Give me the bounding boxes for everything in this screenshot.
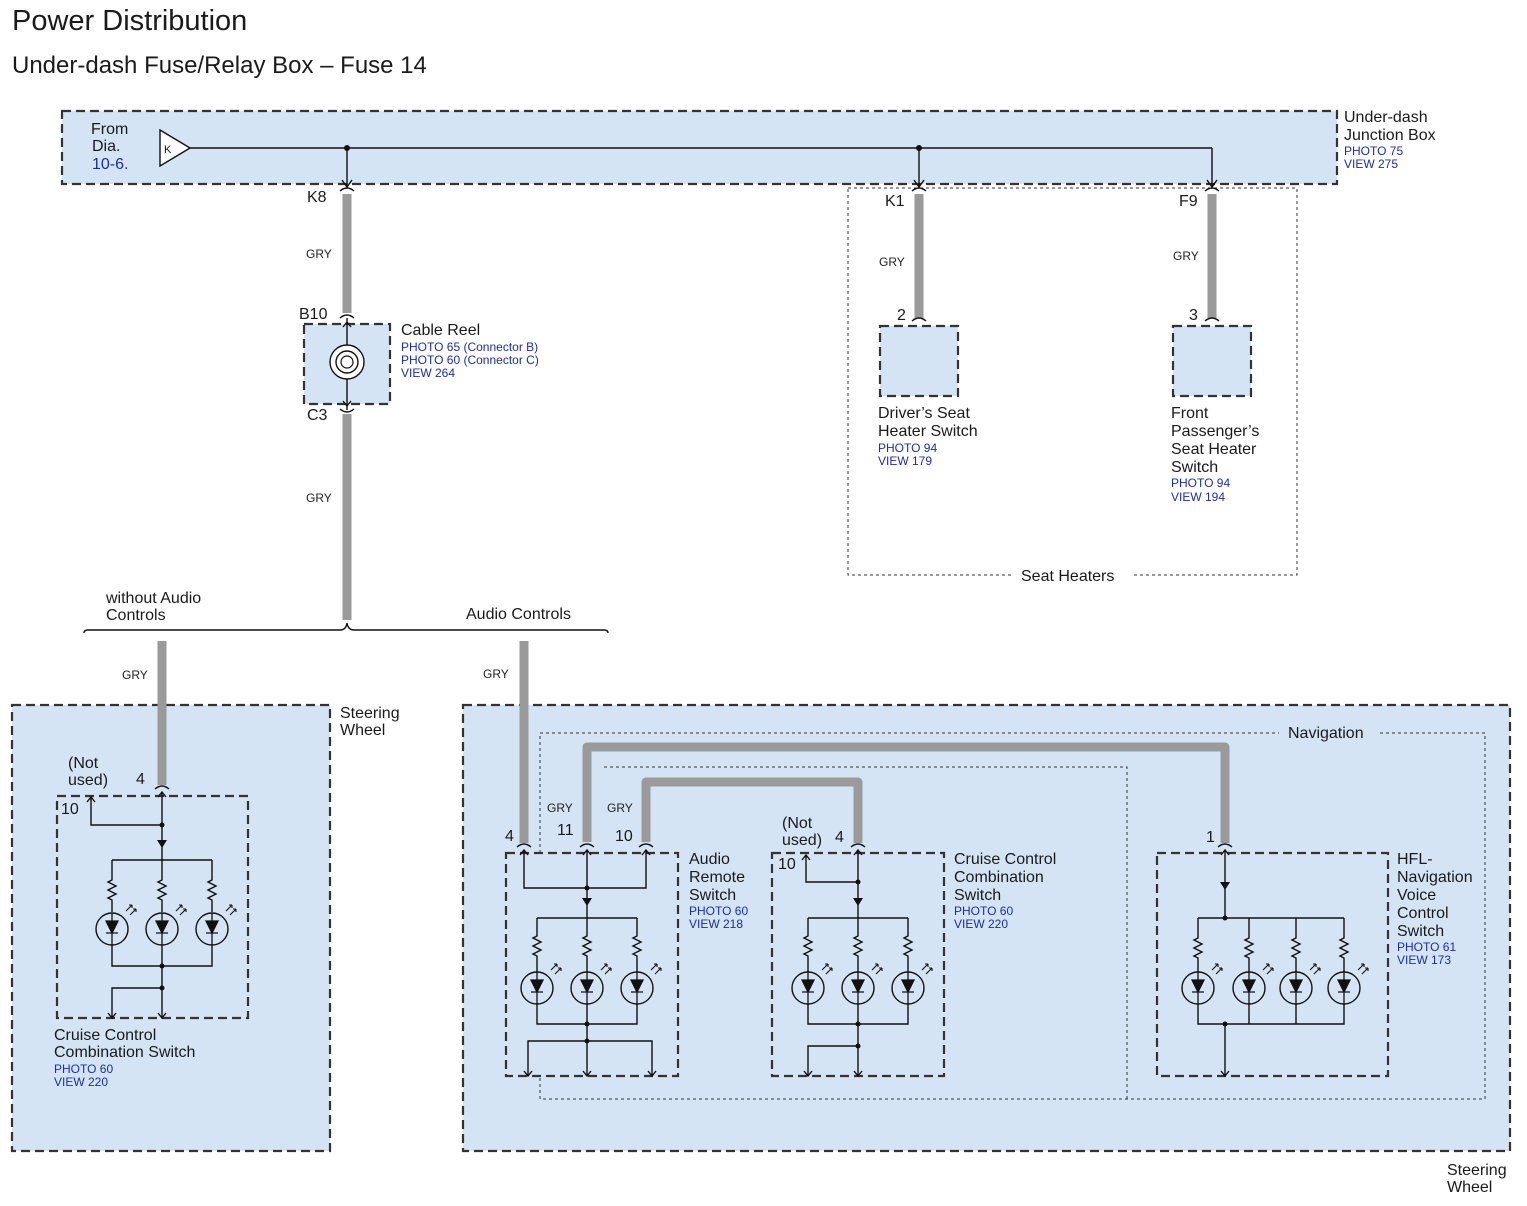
- pin-hfl-1: 1: [1206, 829, 1215, 846]
- pin-ars-10: 10: [615, 828, 633, 845]
- cable-reel-view-link[interactable]: VIEW 264: [401, 366, 455, 380]
- cruise-left-photo-link[interactable]: PHOTO 60: [54, 1062, 113, 1076]
- steering-wheel-left-label-2: Wheel: [340, 722, 385, 739]
- not-used-left-2: used): [68, 772, 108, 789]
- pin-ars-11: 11: [557, 822, 574, 839]
- cruise-right-circuit: [791, 848, 933, 1078]
- split-brace: [83, 622, 609, 634]
- page-title: Power Distribution: [12, 5, 247, 37]
- hfl-name-1: HFL-: [1397, 851, 1433, 868]
- pin-k1: K1: [885, 193, 905, 210]
- wire-ars11-hfl1: [582, 742, 1230, 843]
- hfl-photo-link[interactable]: PHOTO 61: [1397, 940, 1456, 954]
- audio-remote-circuit: [519, 848, 662, 1078]
- pin-b10: B10: [299, 306, 328, 323]
- pin-ccr-4: 4: [835, 829, 844, 846]
- wire-color-ars10: GRY: [607, 801, 633, 815]
- wire-ars10-ccr4: [641, 777, 863, 843]
- pin-ccl-10: 10: [61, 801, 79, 818]
- cable-reel-photo-b-link[interactable]: PHOTO 65 (Connector B): [401, 340, 538, 354]
- wire-color-k1: GRY: [879, 255, 905, 269]
- page-subtitle: Under-dash Fuse/Relay Box – Fuse 14: [12, 52, 427, 79]
- from-label: From: [91, 121, 128, 138]
- wire-color-right-branch: GRY: [483, 667, 509, 681]
- not-used-right-1: (Not: [782, 815, 813, 832]
- branch-without-audio-1: without Audio: [105, 590, 201, 607]
- pin-ccr-10: 10: [778, 856, 796, 873]
- navigation-label: Navigation: [1288, 725, 1364, 742]
- wire-color-ars11: GRY: [547, 801, 573, 815]
- passenger-switch-name-4: Switch: [1171, 459, 1218, 476]
- hfl-name-4: Control: [1397, 905, 1449, 922]
- junction-box-photo-link[interactable]: PHOTO 75: [1344, 144, 1403, 158]
- pin-ars-4: 4: [505, 828, 514, 845]
- cruise-right-photo-link[interactable]: PHOTO 60: [954, 904, 1013, 918]
- wire-color-c3: GRY: [306, 491, 332, 505]
- audio-remote-name-2: Remote: [689, 869, 745, 886]
- steering-wheel-right-label-2: Wheel: [1447, 1179, 1492, 1196]
- drivers-switch-view-link[interactable]: VIEW 179: [878, 454, 932, 468]
- audio-remote-name-1: Audio: [689, 851, 730, 868]
- wire-color-f9: GRY: [1173, 249, 1199, 263]
- steering-wheel-right-label-1: Steering: [1447, 1162, 1507, 1179]
- drivers-switch-name-2: Heater Switch: [878, 423, 978, 440]
- cruise-right-view-link[interactable]: VIEW 220: [954, 917, 1008, 931]
- cruise-right-name-1: Cruise Control: [954, 851, 1056, 868]
- cruise-control-switch-left: [55, 794, 250, 1020]
- cruise-right-name-3: Switch: [954, 887, 1001, 904]
- passenger-switch-name-2: Passenger’s: [1171, 423, 1259, 440]
- passenger-switch-view-link[interactable]: VIEW 194: [1171, 490, 1225, 504]
- steering-wheel-left-label-1: Steering: [340, 705, 400, 722]
- passenger-seat-heater-switch: [1171, 324, 1253, 398]
- pin-f9: F9: [1179, 193, 1198, 210]
- wire-color-left-branch: GRY: [122, 668, 148, 682]
- passenger-switch-photo-link[interactable]: PHOTO 94: [1171, 476, 1230, 490]
- cruise-left-name-2: Combination Switch: [54, 1044, 195, 1061]
- cruise-left-view-link[interactable]: VIEW 220: [54, 1075, 108, 1089]
- wire-color-k8-b10: GRY: [306, 247, 332, 261]
- hfl-circuit: [1181, 848, 1369, 1078]
- drivers-seat-heater-switch: [878, 324, 960, 398]
- cable-reel-name: Cable Reel: [401, 322, 480, 339]
- connector-k-letter: K: [164, 144, 172, 156]
- hfl-name-3: Voice: [1397, 887, 1436, 904]
- cruise-left-circuit: [86, 790, 237, 1020]
- junction-box-view-link[interactable]: VIEW 275: [1344, 157, 1398, 171]
- not-used-right-2: used): [782, 832, 822, 849]
- pin-k8: K8: [307, 189, 327, 206]
- drivers-switch-name-1: Driver’s Seat: [878, 405, 970, 422]
- dia-label: Dia.: [92, 138, 120, 155]
- junction-box-name-2: Junction Box: [1344, 127, 1436, 144]
- pin-c3: C3: [307, 407, 328, 424]
- pin-ccl-4: 4: [136, 771, 145, 788]
- pin-passenger-3: 3: [1189, 307, 1198, 324]
- audio-remote-switch: [504, 851, 680, 1078]
- drivers-switch-photo-link[interactable]: PHOTO 94: [878, 441, 937, 455]
- dia-reference-link[interactable]: 10-6.: [92, 156, 128, 173]
- audio-remote-photo-link[interactable]: PHOTO 60: [689, 904, 748, 918]
- pin-drivers-2: 2: [897, 307, 906, 324]
- seat-heaters-group: [847, 187, 1298, 576]
- passenger-switch-name-1: Front: [1171, 405, 1209, 422]
- hfl-name-2: Navigation: [1397, 869, 1473, 886]
- audio-remote-view-link[interactable]: VIEW 218: [689, 917, 743, 931]
- branch-audio-controls: Audio Controls: [466, 606, 571, 623]
- connector-k-icon: [159, 128, 192, 168]
- seat-heaters-label: Seat Heaters: [1021, 568, 1114, 585]
- cable-reel-icon: [329, 344, 365, 380]
- hfl-view-link[interactable]: VIEW 173: [1397, 953, 1451, 967]
- cable-reel-photo-c-link[interactable]: PHOTO 60 (Connector C): [401, 353, 539, 367]
- hfl-name-5: Switch: [1397, 923, 1444, 940]
- hfl-navigation-voice-switch: [1155, 851, 1390, 1078]
- junction-box-name-1: Under-dash: [1344, 109, 1428, 126]
- cruise-left-name-1: Cruise Control: [54, 1027, 156, 1044]
- branch-without-audio-2: Controls: [106, 607, 166, 624]
- cruise-right-name-2: Combination: [954, 869, 1044, 886]
- audio-remote-name-3: Switch: [689, 887, 736, 904]
- not-used-left-1: (Not: [68, 755, 99, 772]
- passenger-switch-name-3: Seat Heater: [1171, 441, 1257, 458]
